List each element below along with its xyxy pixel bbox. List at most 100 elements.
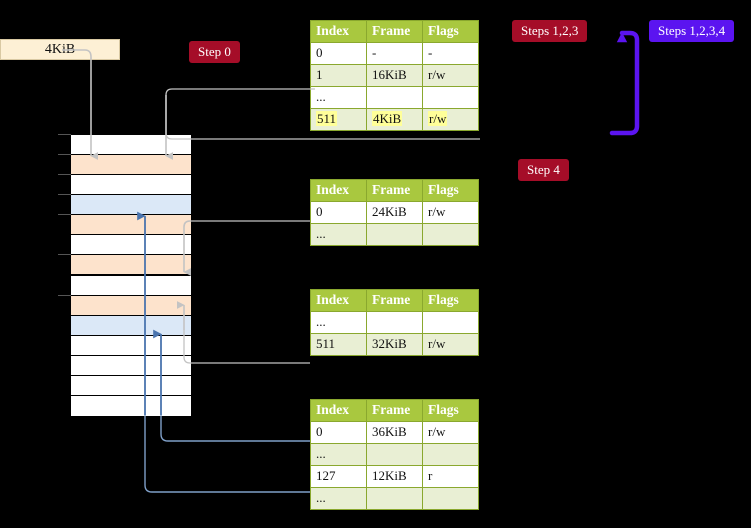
cell-flg bbox=[422, 86, 479, 109]
cell-idx: 1 bbox=[310, 64, 367, 87]
cell-flg: r/w bbox=[422, 108, 479, 131]
cell-flg bbox=[422, 443, 479, 466]
column-header-index: Index bbox=[310, 179, 367, 202]
column-header-flags: Flags bbox=[422, 179, 479, 202]
table-row: ... bbox=[310, 223, 479, 246]
connector-table4-row0 bbox=[160, 415, 310, 442]
column-header-index: Index bbox=[310, 289, 367, 312]
memory-frame-12 bbox=[71, 375, 191, 396]
arrow-steps-bracket bbox=[609, 30, 640, 136]
memory-frame-8 bbox=[71, 295, 191, 316]
cell-frm: - bbox=[366, 42, 423, 65]
table-row: ... bbox=[310, 86, 479, 109]
cell-frm bbox=[366, 311, 423, 334]
cell-idx: ... bbox=[310, 223, 367, 246]
column-header-frame: Frame bbox=[366, 399, 423, 422]
memory-tick-4 bbox=[58, 214, 71, 216]
memory-frame-5 bbox=[71, 235, 191, 256]
badge-steps-1234: Steps 1,2,3,4 bbox=[649, 20, 735, 42]
memory-frame-7 bbox=[71, 275, 191, 296]
highlighted-value: 511 bbox=[316, 111, 338, 126]
cell-frm: 4KiB bbox=[366, 108, 423, 131]
cell-idx: 511 bbox=[310, 333, 367, 356]
highlighted-value: r/w bbox=[428, 111, 448, 126]
memory-tick-8 bbox=[58, 294, 71, 296]
memory-frame-0 bbox=[71, 135, 191, 156]
column-header-flags: Flags bbox=[422, 20, 479, 43]
memory-frame-11 bbox=[71, 355, 191, 376]
memory-frame-13 bbox=[71, 395, 191, 416]
memory-frame-4 bbox=[71, 215, 191, 236]
table-row: ... bbox=[310, 443, 479, 466]
cell-idx: ... bbox=[310, 443, 367, 466]
cell-flg: r/w bbox=[422, 64, 479, 87]
memory-tick-0 bbox=[58, 134, 71, 135]
cell-frm: 12KiB bbox=[366, 465, 423, 488]
column-header-frame: Frame bbox=[366, 289, 423, 312]
table-row: ... bbox=[310, 311, 479, 334]
column-header-frame: Frame bbox=[366, 179, 423, 202]
cell-frm: 16KiB bbox=[366, 64, 423, 87]
cell-flg: r bbox=[422, 465, 479, 488]
connector-table4-row127 bbox=[144, 415, 310, 493]
memory-tick-2 bbox=[58, 174, 71, 176]
cell-frm bbox=[366, 443, 423, 466]
cell-frm bbox=[366, 487, 423, 510]
cell-idx: ... bbox=[310, 86, 367, 109]
cell-flg bbox=[422, 311, 479, 334]
memory-frame-2 bbox=[71, 175, 191, 196]
memory-tick-6 bbox=[58, 254, 71, 256]
column-header-index: Index bbox=[310, 20, 367, 43]
memory-size-text: 4KiB bbox=[44, 41, 76, 57]
memory-frame-1 bbox=[71, 155, 191, 176]
cell-flg: - bbox=[422, 42, 479, 65]
table-row: 511 4KiB r/w bbox=[310, 108, 479, 131]
cell-flg: r/w bbox=[422, 421, 479, 444]
table-row: 0-- bbox=[310, 42, 479, 65]
cell-idx: ... bbox=[310, 311, 367, 334]
memory-frame-9 bbox=[71, 315, 191, 336]
highlighted-value: 4KiB bbox=[372, 111, 403, 126]
memory-tick-1 bbox=[58, 154, 71, 156]
column-header-index: Index bbox=[310, 399, 367, 422]
cell-flg: r/w bbox=[422, 201, 479, 224]
column-header-flags: Flags bbox=[422, 399, 479, 422]
cell-idx: 127 bbox=[310, 465, 367, 488]
cell-frm: 32KiB bbox=[366, 333, 423, 356]
cell-flg bbox=[422, 487, 479, 510]
badge-steps-123: Steps 1,2,3 bbox=[512, 20, 588, 42]
cell-flg bbox=[422, 223, 479, 246]
memory-frame-3 bbox=[71, 195, 191, 216]
badge-step-0: Step 0 bbox=[189, 41, 240, 63]
column-header-flags: Flags bbox=[422, 289, 479, 312]
memory-frame-6 bbox=[71, 255, 191, 276]
memory-frame-10 bbox=[71, 335, 191, 356]
cell-frm bbox=[366, 86, 423, 109]
cell-idx: 0 bbox=[310, 201, 367, 224]
cell-idx: ... bbox=[310, 487, 367, 510]
cell-idx: 0 bbox=[310, 421, 367, 444]
cell-frm bbox=[366, 223, 423, 246]
badge-step-4: Step 4 bbox=[518, 159, 569, 181]
cell-frm: 36KiB bbox=[366, 421, 423, 444]
cell-idx: 511 bbox=[310, 108, 367, 131]
cell-frm: 24KiB bbox=[366, 201, 423, 224]
physical-memory-column bbox=[70, 134, 191, 416]
memory-tick-3 bbox=[58, 194, 71, 196]
cell-flg: r/w bbox=[422, 333, 479, 356]
memory-size-label: 4KiB bbox=[0, 39, 120, 60]
cell-idx: 0 bbox=[310, 42, 367, 65]
